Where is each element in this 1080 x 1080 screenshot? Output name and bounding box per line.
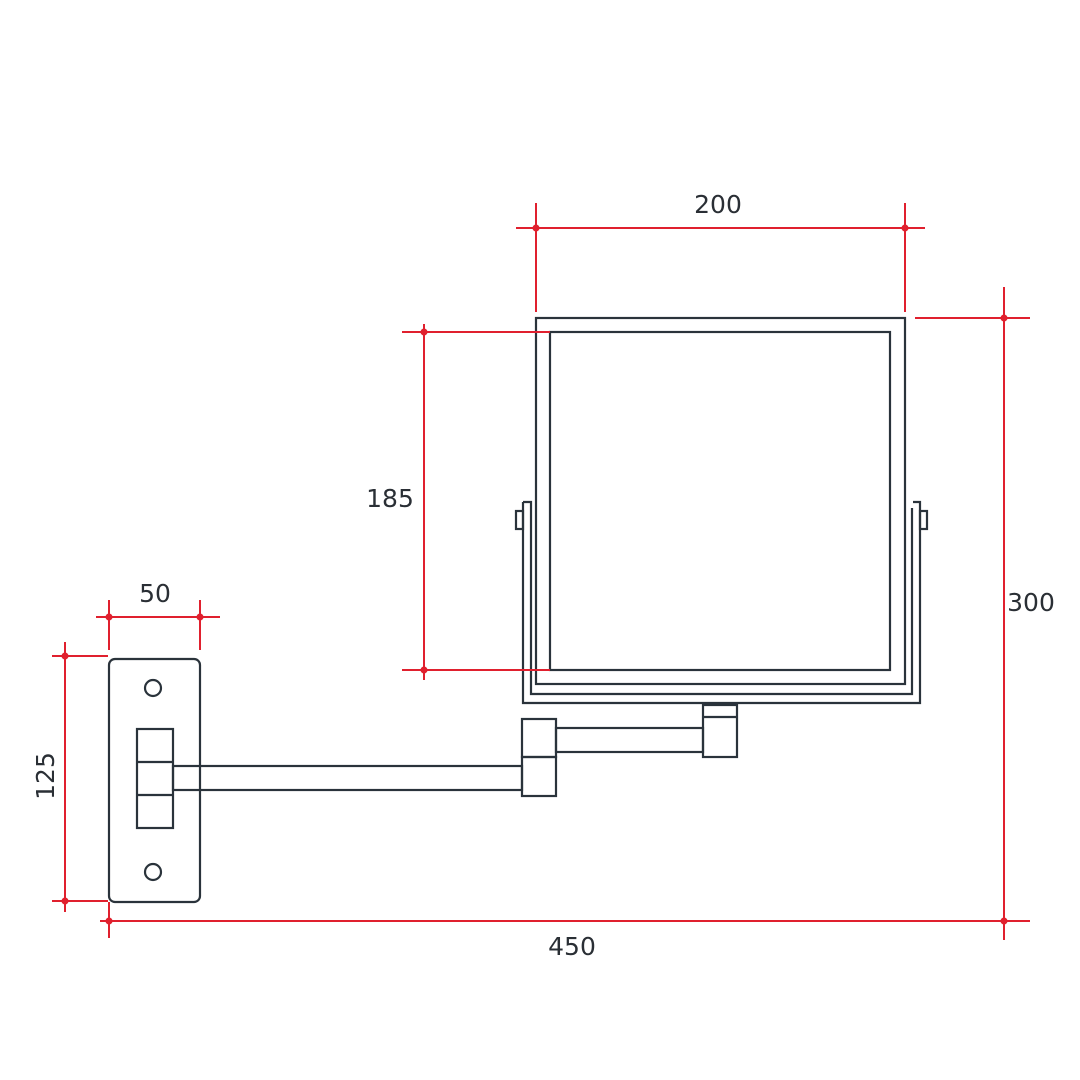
dim-label-plate-width: 50 bbox=[139, 579, 171, 608]
mirror-frame bbox=[534, 316, 907, 686]
elbow-joint-bottom bbox=[520, 755, 558, 798]
pivot-knob-right bbox=[918, 509, 929, 531]
dimension-125: 125 bbox=[31, 642, 108, 912]
wall-plate bbox=[107, 657, 202, 904]
dimension-450: 450 bbox=[100, 902, 1030, 961]
mirror-bracket-inner bbox=[529, 508, 914, 696]
mirror-pivot-block bbox=[701, 703, 739, 759]
elbow-joint-top bbox=[520, 717, 558, 759]
dim-label-projection: 450 bbox=[548, 932, 596, 961]
screw-hole-top bbox=[143, 678, 163, 698]
dimension-50: 50 bbox=[96, 579, 220, 650]
dim-label-total-height: 300 bbox=[1007, 588, 1055, 617]
pivot-knob-left bbox=[514, 509, 525, 531]
dim-label-plate-height: 125 bbox=[31, 752, 60, 800]
mirror-bracket-outer bbox=[521, 500, 922, 705]
wall-hinge-block bbox=[135, 727, 175, 830]
mirror-assembly bbox=[514, 316, 929, 705]
dim-label-glass-height: 185 bbox=[366, 484, 414, 513]
dimension-200: 200 bbox=[516, 190, 925, 312]
dimension-185: 185 bbox=[366, 324, 550, 680]
screw-hole-bottom bbox=[143, 862, 163, 882]
arm-upper-bar bbox=[554, 726, 705, 754]
dim-label-mirror-width: 200 bbox=[694, 190, 742, 219]
dimension-300: 300 bbox=[915, 287, 1055, 940]
swing-arm bbox=[171, 703, 739, 798]
wall-plate-body bbox=[107, 657, 202, 904]
mirror-glass bbox=[548, 330, 892, 672]
arm-lower-bar bbox=[171, 764, 524, 792]
